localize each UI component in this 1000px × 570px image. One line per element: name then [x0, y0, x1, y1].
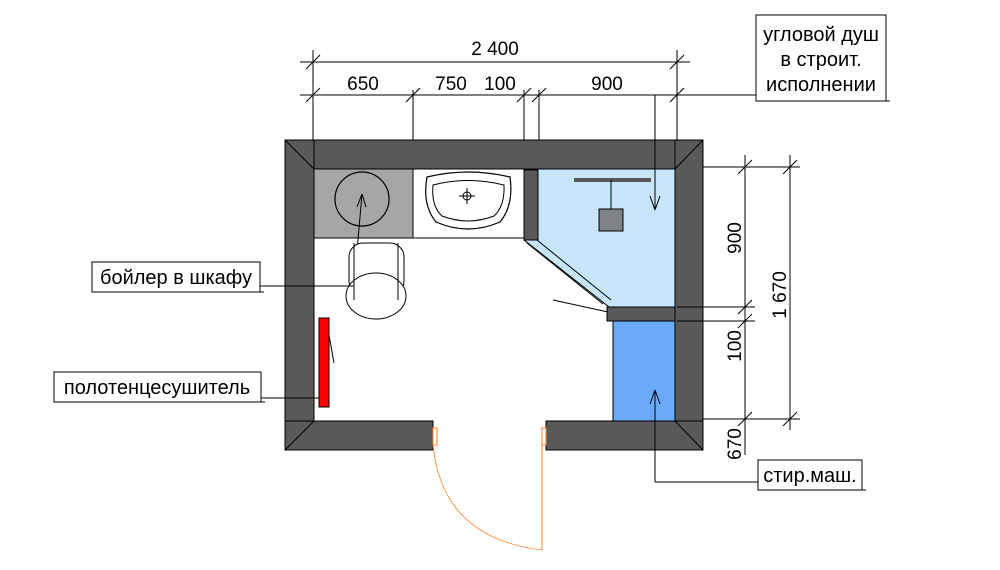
boiler-leader-arrow — [361, 193, 367, 208]
boiler-label: бойлер в шкафу — [100, 267, 252, 289]
shower-label-line-1: угловой душ — [763, 24, 879, 46]
dim-segment-shower: 900 — [725, 222, 746, 254]
callout-towel-dryer: полотенцесушитель — [53, 371, 319, 403]
dim-segment-4: 900 — [591, 74, 623, 95]
dimension-tick — [782, 411, 798, 427]
dimension-tick — [737, 313, 753, 329]
wall-right — [674, 139, 704, 451]
wall-left — [284, 139, 315, 451]
shower-label-line-3: исполнении — [766, 74, 876, 96]
washing-machine-label: стир.маш. — [763, 465, 857, 487]
towel-dryer — [318, 317, 335, 408]
wall-corner-line — [284, 139, 315, 170]
dim-segment-machine: 670 — [725, 428, 746, 460]
shower-door-swing — [552, 299, 609, 313]
towel-dryer-body — [318, 317, 330, 408]
washing-machine-body — [612, 320, 676, 422]
dimension-tick — [669, 54, 685, 70]
shower-label-line-2: в строит. — [780, 49, 861, 71]
washbasin-bowl-inner — [432, 180, 505, 222]
callout-frame — [53, 371, 262, 403]
callout-boiler: бойлер в шкафу — [91, 261, 354, 293]
dim-segment-2: 750 — [435, 74, 467, 95]
right-dimensions: 900 100 670 1 670 — [677, 155, 800, 460]
callout-frame — [91, 261, 261, 293]
washing-machine-leader — [649, 389, 656, 405]
door-swing-arc — [432, 444, 543, 551]
toilet — [345, 242, 407, 320]
wall-bottom-right — [545, 420, 704, 451]
dim-overall-depth: 1 670 — [770, 271, 791, 319]
door-jamb — [541, 427, 547, 446]
toilet-bowl — [345, 272, 407, 320]
callout-shower: угловой душ в строит. исполнении — [655, 14, 890, 102]
dimension-tick — [305, 54, 321, 70]
dimension-tick — [737, 299, 753, 315]
washing-machine — [612, 320, 758, 483]
door — [432, 427, 547, 551]
dimension-tick — [405, 87, 421, 103]
wall-bottom-left — [284, 420, 434, 451]
dimension-tick — [305, 87, 321, 103]
washing-machine-leader — [654, 389, 661, 405]
dimension-tick — [737, 411, 753, 427]
shower-area — [523, 168, 676, 308]
shower-rail — [574, 178, 651, 182]
door-jamb — [432, 427, 438, 446]
shower-partition — [523, 169, 539, 241]
towel-dryer-leader — [328, 334, 335, 364]
shower-glass-line — [526, 242, 604, 305]
shower-tray-edge — [606, 306, 676, 322]
cabinet-body — [313, 168, 414, 239]
corner-shower — [523, 95, 676, 322]
dim-segment-1: 650 — [347, 74, 379, 95]
wall-top — [284, 139, 704, 170]
boiler-leader-arrow — [356, 193, 363, 208]
top-dimensions: 2 400 650 750 100 900 — [300, 39, 760, 140]
washbasin — [412, 168, 525, 239]
callout-washing-machine: стир.маш. — [757, 459, 866, 491]
dimension-tick — [782, 159, 798, 175]
wall-corner-line — [284, 420, 315, 451]
wall-corner-line — [674, 420, 704, 451]
dim-segment-3: 100 — [484, 74, 516, 95]
washbasin-bowl-outer — [425, 171, 512, 230]
shower-leader-arrow — [654, 195, 661, 211]
callout-frame — [755, 14, 887, 102]
shower-glass-line — [536, 239, 612, 301]
dimension-tick — [737, 159, 753, 175]
wall-corner-line — [674, 139, 704, 170]
dimension-tick — [516, 87, 532, 103]
shower-leader-arrow — [649, 195, 656, 211]
towel-dryer-label: полотенцесушитель — [64, 377, 250, 399]
dimension-tick — [531, 87, 547, 103]
boiler-cabinet — [313, 168, 414, 287]
boiler-circle — [334, 171, 390, 227]
dim-overall-width: 2 400 — [471, 39, 519, 60]
dim-segment-tray: 100 — [725, 330, 746, 362]
shower-head — [598, 208, 624, 232]
